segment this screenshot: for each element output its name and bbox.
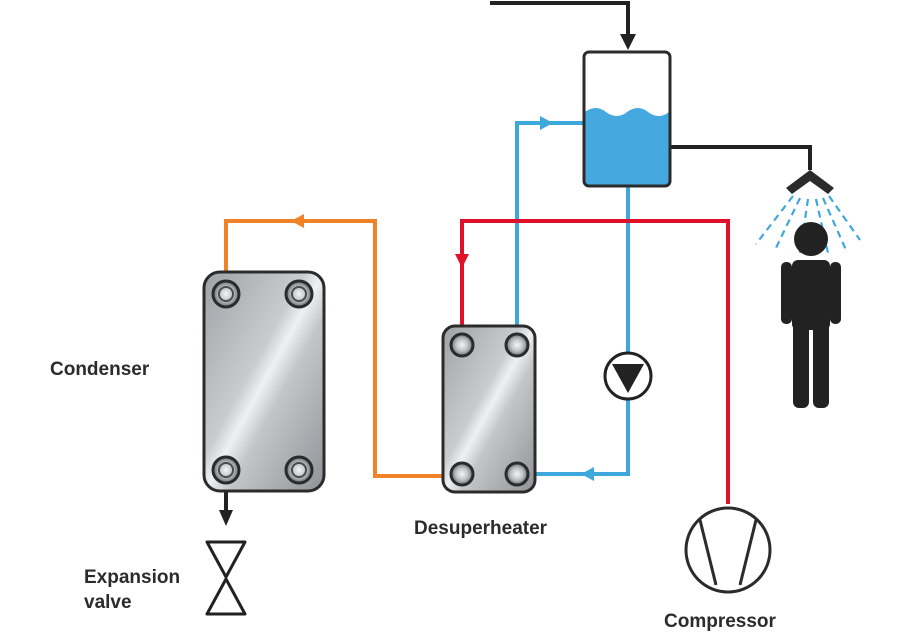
condenser-label: Condenser (50, 359, 150, 380)
desuperheater-port (504, 461, 530, 487)
desuperheater-plate (441, 324, 537, 494)
compressor-icon (684, 506, 772, 594)
condenser-port (284, 455, 314, 485)
water-return-pipe (515, 121, 584, 340)
hot-gas-pipe (460, 219, 730, 504)
hot-gas-arrow (455, 254, 469, 268)
water-supply-arrow (581, 467, 594, 481)
refrigerant-pipe-orange (224, 219, 460, 478)
tank-wave (589, 101, 667, 111)
tank-water (585, 108, 669, 186)
compressor-label: Compressor (664, 611, 777, 632)
desuperheater-port (449, 332, 475, 358)
condenser-port (211, 455, 241, 485)
person-icon (781, 222, 841, 408)
water-supply-pipe (518, 186, 630, 476)
desuperheater-port (504, 332, 530, 358)
expansion-valve-icon (205, 540, 247, 616)
expansion-valve-label-line2: valve (84, 592, 132, 613)
condenser-port (284, 279, 314, 309)
shower-supply-pipe (670, 145, 812, 170)
desuperheater-label: Desuperheater (414, 518, 548, 539)
desuperheater-port (449, 461, 475, 487)
condenser-plate (202, 270, 326, 493)
pump-icon (603, 351, 653, 401)
expansion-valve-label-line1: Expansion (84, 567, 180, 588)
water-return-arrow (540, 116, 553, 130)
water-tank (582, 50, 672, 188)
condenser-port (211, 279, 241, 309)
tank-inlet-pipe (490, 1, 630, 40)
tank-inlet-arrow (620, 34, 636, 50)
refrigerant-arrow-orange (291, 214, 304, 228)
liquid-line-arrow (219, 510, 233, 526)
